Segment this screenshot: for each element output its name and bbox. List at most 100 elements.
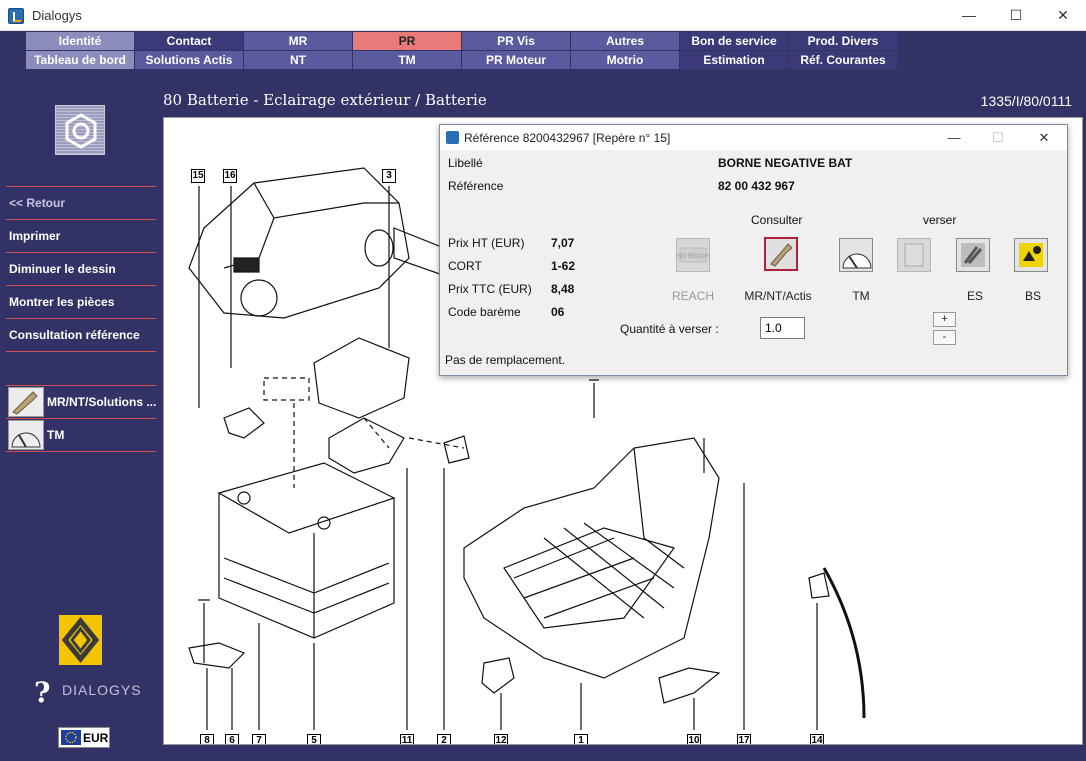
- menu-estimation[interactable]: Estimation: [680, 51, 788, 69]
- dialog-close-button[interactable]: ✕: [1024, 125, 1064, 150]
- app-icon: [446, 131, 459, 144]
- dialogys-logo: ? DIALOGYS: [34, 676, 144, 709]
- menu-pr-vis[interactable]: PR Vis: [462, 32, 570, 50]
- menu-contact[interactable]: Contact: [135, 32, 243, 50]
- sidebar-separator: [6, 351, 156, 352]
- shortcut-mr-nt-solutions[interactable]: MR/NT/Solutions ...: [8, 387, 157, 417]
- part-number-label[interactable]: 5: [307, 734, 321, 744]
- service-icon: [1019, 243, 1043, 267]
- part-number-label[interactable]: 17: [737, 734, 751, 744]
- part-number-label[interactable]: 15: [191, 169, 205, 183]
- wrench-icon: [8, 387, 44, 417]
- menu-ref-courantes[interactable]: Réf. Courantes: [789, 51, 897, 69]
- mr-nt-actis-caption: MR/NT/Actis: [744, 289, 812, 303]
- verser-heading: verser: [923, 213, 957, 227]
- menu-tableau-de-bord[interactable]: Tableau de bord: [26, 51, 134, 69]
- part-number-label[interactable]: 8: [200, 734, 214, 744]
- currency-label: EUR: [83, 731, 109, 745]
- tm-button[interactable]: [839, 238, 873, 272]
- menu-identite[interactable]: Identité: [26, 32, 134, 50]
- menu-tm[interactable]: TM: [353, 51, 461, 69]
- bs-caption: BS: [1024, 289, 1041, 303]
- sidebar-separator: [6, 418, 156, 419]
- shortcut-tm[interactable]: TM: [8, 420, 153, 450]
- shortcut-label: TM: [47, 428, 65, 442]
- reference-label: Référence: [448, 179, 504, 193]
- sidebar-separator: [6, 252, 156, 253]
- sidebar-separator: [6, 451, 156, 452]
- verser-disabled-button[interactable]: [897, 238, 931, 272]
- price-label: Prix TTC (EUR): [448, 282, 532, 296]
- sidebar-item-imprimer[interactable]: Imprimer: [9, 229, 61, 243]
- part-number-label[interactable]: 11: [400, 734, 414, 744]
- menu-motrio[interactable]: Motrio: [571, 51, 679, 69]
- quantity-increment-button[interactable]: +: [933, 312, 956, 327]
- sidebar-separator: [6, 285, 156, 286]
- currency-badge[interactable]: EUR: [58, 727, 110, 748]
- gauge-icon: [842, 253, 872, 269]
- part-number-label[interactable]: 1: [574, 734, 588, 744]
- libelle-value: BORNE NEGATIVE BAT: [718, 156, 853, 170]
- minimize-button[interactable]: —: [962, 7, 976, 23]
- part-number-label[interactable]: 2: [437, 734, 451, 744]
- quantity-decrement-button[interactable]: -: [933, 330, 956, 345]
- price-label: Code barème: [448, 305, 521, 319]
- menu-autres[interactable]: Autres: [571, 32, 679, 50]
- menu-prod-divers[interactable]: Prod. Divers: [789, 32, 897, 50]
- sidebar-item-retour[interactable]: << Retour: [9, 196, 66, 210]
- reach-button[interactable]: NO REACH: [676, 238, 710, 272]
- part-number-label[interactable]: 16: [223, 169, 237, 183]
- part-number-label[interactable]: 10: [687, 734, 701, 744]
- sidebar-separator: [6, 219, 156, 220]
- tm-caption: TM: [852, 289, 870, 303]
- es-caption: ES: [966, 289, 983, 303]
- close-button[interactable]: ✕: [1057, 7, 1069, 23]
- sidebar-item-consultation-reference[interactable]: Consultation référence: [9, 328, 140, 342]
- sidebar-separator: [6, 186, 156, 187]
- sidebar-item-montrer-pieces[interactable]: Montrer les pièces: [9, 295, 115, 309]
- part-number-label[interactable]: 14: [810, 734, 824, 744]
- sidebar-separator: [6, 318, 156, 319]
- help-icon[interactable]: ?: [34, 676, 51, 709]
- menu-row-2: Tableau de bord Solutions Actis NT TM PR…: [26, 51, 898, 69]
- maximize-button[interactable]: ☐: [1009, 7, 1023, 23]
- exploded-view-illustration: [188, 167, 866, 730]
- quantity-label: Quantité à verser :: [620, 322, 719, 336]
- reference-dialog: Référence 8200432967 [Repère n° 15] — ☐ …: [439, 124, 1068, 376]
- window-titlebar: Dialogys — ☐ ✕: [0, 0, 1086, 31]
- menu-pr-moteur[interactable]: PR Moteur: [462, 51, 570, 69]
- dialog-minimize-button[interactable]: —: [947, 130, 961, 145]
- price-value: 1-62: [551, 259, 576, 273]
- menu-row-1: Identité Contact MR PR PR Vis Autres Bon…: [26, 32, 898, 50]
- part-number-label[interactable]: 6: [225, 734, 239, 744]
- reach-icon-text: NO REACH: [677, 254, 709, 260]
- shortcut-label: MR/NT/Solutions ...: [47, 395, 157, 409]
- es-button[interactable]: [956, 238, 990, 272]
- status-message: Pas de remplacement.: [445, 353, 566, 367]
- consulter-heading: Consulter: [751, 213, 803, 227]
- dialog-titlebar: Référence 8200432967 [Repère n° 15] — ☐ …: [440, 125, 1067, 150]
- part-number-label[interactable]: 3: [382, 169, 396, 183]
- menu-solutions-actis[interactable]: Solutions Actis: [135, 51, 243, 69]
- gauge-icon: [8, 420, 44, 450]
- part-number-label[interactable]: 12: [494, 734, 508, 744]
- menu-nt[interactable]: NT: [244, 51, 352, 69]
- tools-icon: [961, 243, 985, 267]
- price-value: 7,07: [551, 236, 575, 250]
- price-label: Prix HT (EUR): [448, 236, 525, 250]
- dialog-maximize-button[interactable]: ☐: [992, 130, 1004, 145]
- sidebar-item-diminuer-dessin[interactable]: Diminuer le dessin: [9, 262, 116, 276]
- dialog-title: Référence 8200432967 [Repère n° 15]: [464, 131, 671, 145]
- window-title: Dialogys: [32, 8, 82, 23]
- brand-text: DIALOGYS: [62, 682, 142, 698]
- price-label: CORT: [448, 259, 482, 273]
- menu-pr[interactable]: PR: [353, 32, 461, 50]
- price-value: 8,48: [551, 282, 575, 296]
- menu-bon-de-service[interactable]: Bon de service: [680, 32, 788, 50]
- mr-nt-actis-button[interactable]: [764, 237, 798, 271]
- quantity-input[interactable]: [760, 317, 805, 339]
- part-number-label[interactable]: 7: [252, 734, 266, 744]
- bs-button[interactable]: [1014, 238, 1048, 272]
- menu-mr[interactable]: MR: [244, 32, 352, 50]
- top-menu: Identité Contact MR PR PR Vis Autres Bon…: [26, 32, 898, 70]
